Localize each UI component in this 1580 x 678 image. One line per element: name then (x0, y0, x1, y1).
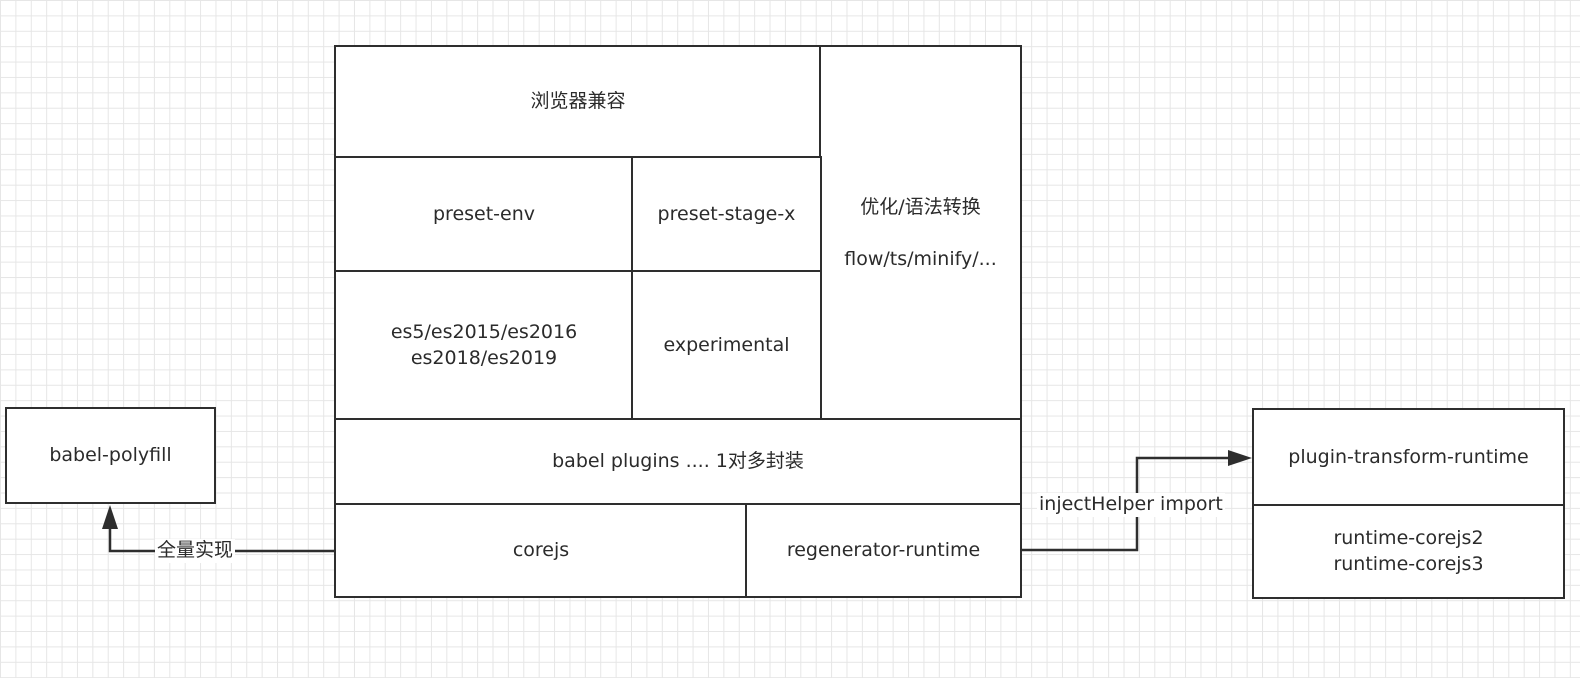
regenerator-runtime-box: regenerator-runtime (745, 503, 1022, 598)
regenerator-runtime-label: regenerator-runtime (786, 538, 981, 561)
runtime-corejs-box: runtime-corejs2 runtime-corejs3 (1252, 504, 1565, 599)
runtime-corejs2-label: runtime-corejs2 (1333, 526, 1484, 549)
optimize-subtitle: flow/ts/minify/... (844, 247, 997, 270)
babel-plugins-label: babel plugins .... 1对多封装 (552, 450, 804, 473)
full-impl-label: 全量实现 (155, 539, 236, 563)
corejs-box: corejs (334, 503, 748, 598)
browser-compat-box: 浏览器兼容 (334, 45, 822, 159)
optimize-title: 优化/语法转换 (860, 196, 981, 218)
babel-polyfill-box: babel-polyfill (5, 407, 216, 504)
babel-plugins-box: babel plugins .... 1对多封装 (334, 418, 1022, 506)
es-versions-box: es5/es2015/es2016 es2018/es2019 (334, 270, 634, 421)
optimize-box: 优化/语法转换 flow/ts/minify/... (819, 45, 1022, 421)
preset-stage-box: preset-stage-x (631, 156, 822, 273)
browser-compat-label: 浏览器兼容 (530, 90, 626, 113)
corejs-label: corejs (512, 538, 570, 561)
es-versions-line2: es2018/es2019 (410, 346, 558, 369)
runtime-corejs3-label: runtime-corejs3 (1333, 552, 1484, 575)
preset-env-box: preset-env (334, 156, 634, 273)
es-versions-line1: es5/es2015/es2016 (390, 320, 578, 343)
plugin-transform-runtime-label: plugin-transform-runtime (1288, 445, 1529, 468)
inject-helper-label: injectHelper import (1037, 493, 1225, 517)
full-impl-arrowhead (102, 505, 118, 529)
preset-stage-label: preset-stage-x (657, 202, 796, 225)
experimental-box: experimental (631, 270, 822, 421)
preset-env-label: preset-env (432, 202, 535, 225)
babel-polyfill-label: babel-polyfill (49, 443, 172, 466)
plugin-transform-runtime-box: plugin-transform-runtime (1252, 408, 1565, 507)
experimental-label: experimental (663, 333, 790, 356)
inject-helper-arrowhead (1228, 450, 1252, 466)
